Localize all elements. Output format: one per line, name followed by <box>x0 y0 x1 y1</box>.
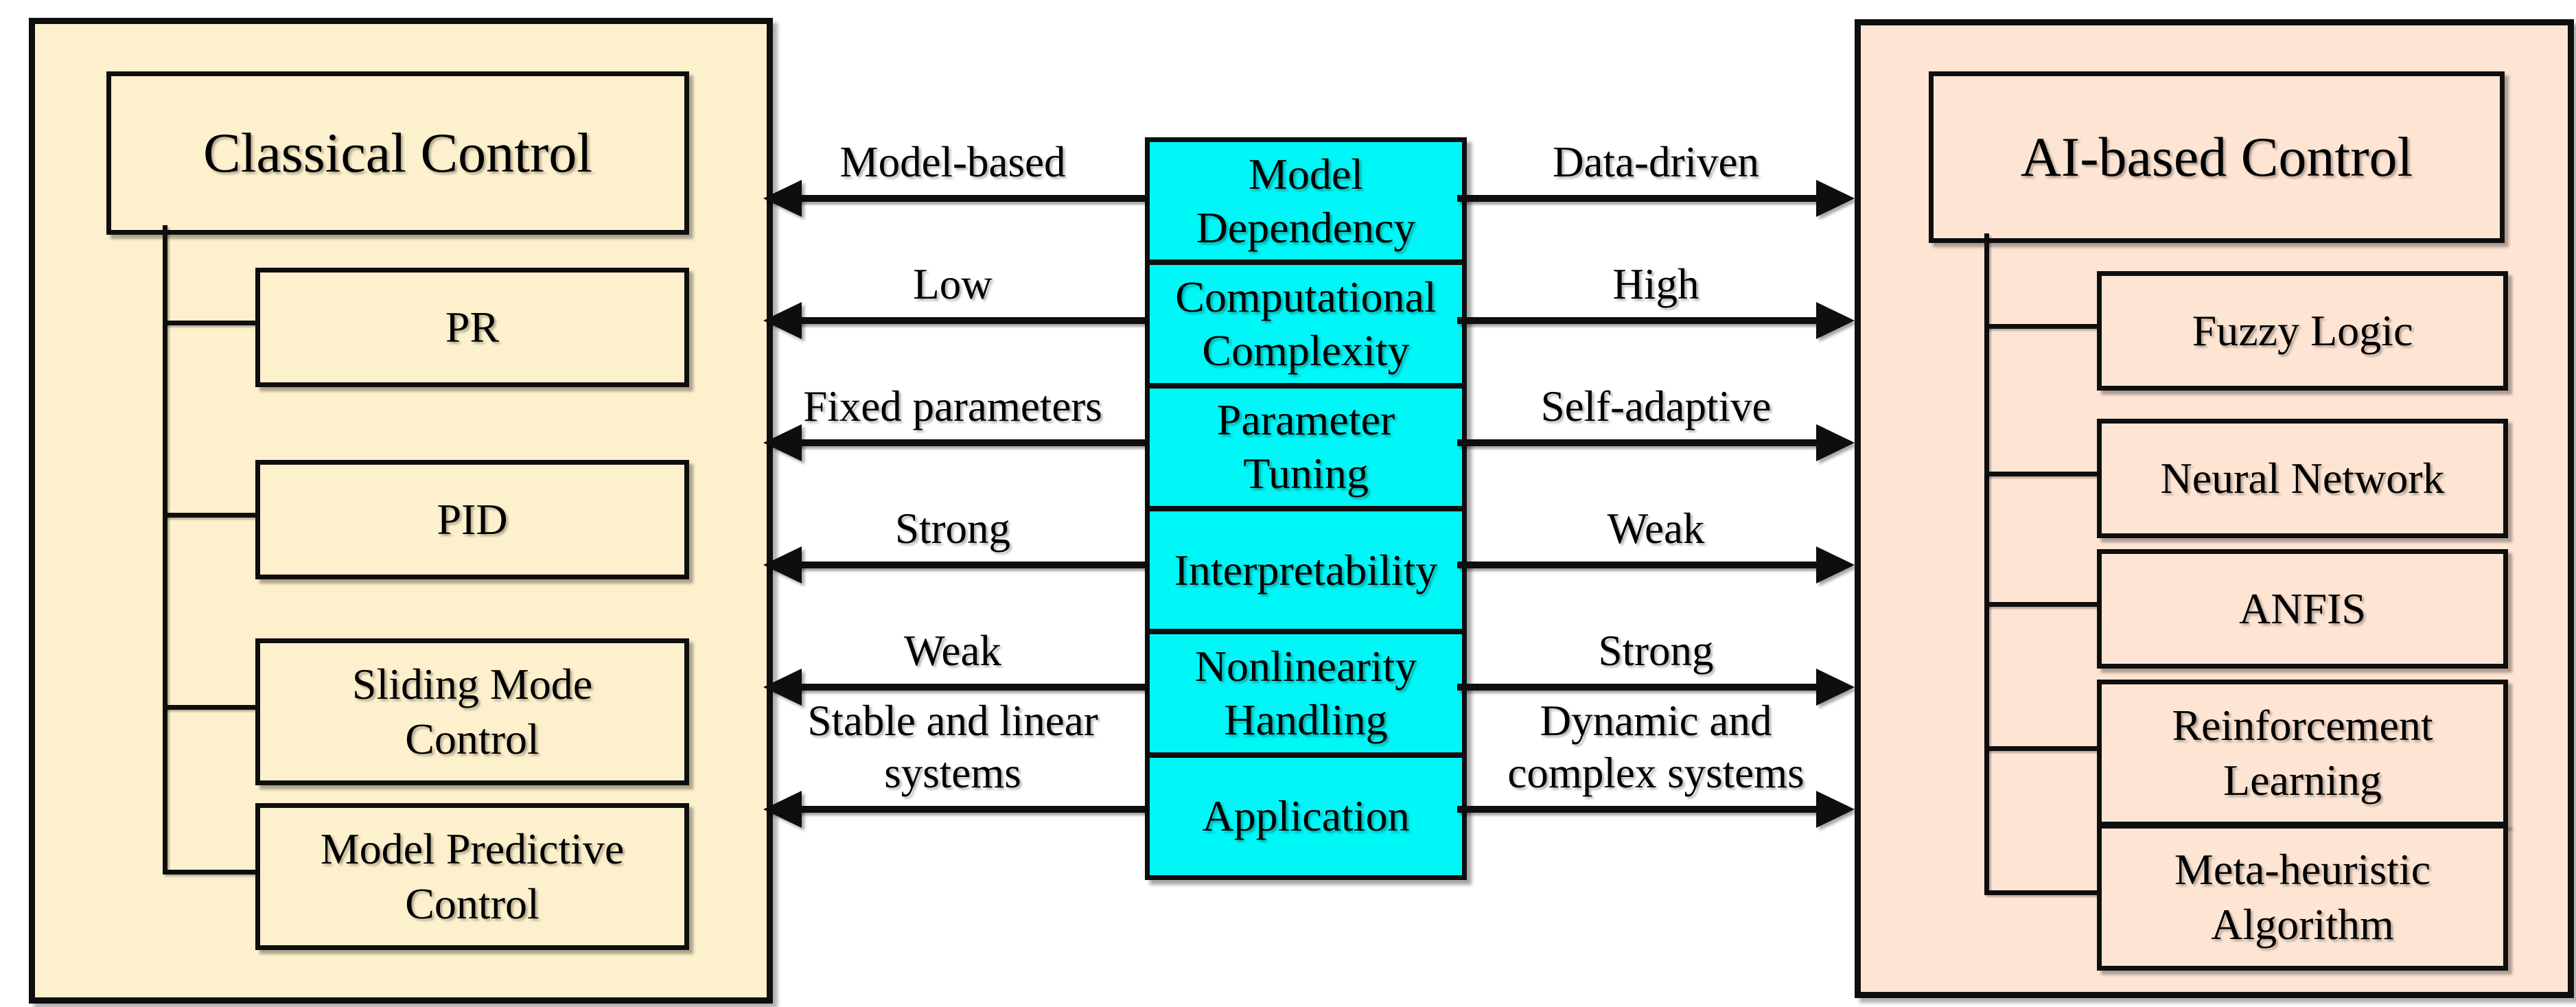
item-box-meta-heuristic-algorithm: Meta-heuristic Algorithm <box>2097 824 2508 971</box>
item-label: PID <box>437 495 508 544</box>
criterion-label: Parameter <box>1216 395 1395 445</box>
item-label: Control <box>405 715 539 763</box>
classical-tree-branch <box>163 513 255 518</box>
ai-tree-branch <box>1984 746 2097 751</box>
item-label: PR <box>445 303 500 351</box>
right-arrowhead-icon <box>1816 302 1855 339</box>
item-box-fuzzy-logic: Fuzzy Logic <box>2097 271 2508 391</box>
criterion-cell-computational-complexity: Computational Complexity <box>1150 265 1462 389</box>
ai-based-control-title: AI-based Control <box>2020 126 2413 188</box>
item-box-sliding-mode-control: Sliding Mode Control <box>255 638 689 785</box>
criterion-label: Handling <box>1224 695 1388 744</box>
item-box-reinforcement-learning: Reinforcement Learning <box>2097 680 2508 826</box>
classical-value-computational-complexity: Low <box>913 260 993 308</box>
right-arrowhead-icon <box>1816 180 1855 217</box>
criterion-cell-model-dependency: Model Dependency <box>1150 142 1462 266</box>
item-label: ANFIS <box>2239 584 2366 633</box>
classical-tree-branch <box>163 870 255 875</box>
classical-tree-branch <box>163 321 255 325</box>
item-label: Sliding Mode <box>351 660 593 708</box>
ai-value-nonlinearity-handling: Strong <box>1598 627 1714 675</box>
criterion-label: Model <box>1248 149 1364 198</box>
criterion-label: Computational <box>1175 272 1437 321</box>
item-label: Fuzzy Logic <box>2192 306 2413 355</box>
criterion-label: Nonlinearity <box>1194 641 1417 691</box>
criterion-label: Interpretability <box>1174 545 1438 594</box>
criterion-label: Application <box>1202 791 1410 841</box>
criterion-cell-application: Application <box>1150 758 1462 875</box>
right-arrowhead-icon <box>1816 546 1855 583</box>
ai-tree-trunk <box>1984 233 1989 892</box>
item-label: Model Predictive <box>320 824 625 873</box>
ai-tree-branch <box>1984 890 2097 895</box>
item-box-neural-network: Neural Network <box>2097 419 2508 538</box>
criterion-label: Complexity <box>1202 325 1410 375</box>
item-label: Reinforcement <box>2172 701 2433 750</box>
item-label: Neural Network <box>2160 454 2445 502</box>
item-box-model-predictive-control: Model Predictive Control <box>255 803 689 950</box>
classical-value-nonlinearity-handling: Weak <box>904 627 1001 675</box>
classical-value-application: Stable and linear systems <box>807 697 1098 797</box>
right-arrowhead-icon <box>1816 791 1855 828</box>
ai-based-control-title-box: AI-based Control <box>1929 71 2505 243</box>
ai-tree-branch <box>1984 602 2097 607</box>
ai-value-model-dependency: Data-driven <box>1553 138 1759 186</box>
right-arrowhead-icon <box>1816 669 1855 706</box>
right-arrowhead-icon <box>1816 424 1855 461</box>
ai-value-application: Dynamic and complex systems <box>1507 697 1805 797</box>
classical-value-interpretability: Strong <box>894 505 1011 553</box>
item-label: Control <box>405 879 539 928</box>
criterion-label: Dependency <box>1196 202 1416 252</box>
ai-value-computational-complexity: High <box>1612 260 1699 308</box>
classical-value-parameter-tuning: Fixed parameters <box>803 382 1102 430</box>
item-label: Meta-heuristic <box>2174 845 2431 894</box>
criterion-cell-nonlinearity-handling: Nonlinearity Handling <box>1150 634 1462 758</box>
ai-value-interpretability: Weak <box>1607 505 1705 553</box>
classical-value-model-dependency: Model-based <box>839 138 1066 186</box>
ai-tree-branch <box>1984 324 2097 329</box>
criterion-label: Tuning <box>1243 449 1369 498</box>
ai-value-parameter-tuning: Self-adaptive <box>1540 382 1772 430</box>
classical-control-title: Classical Control <box>202 121 593 184</box>
criteria-column: Model Dependency Computational Complexit… <box>1145 137 1467 880</box>
item-label: Algorithm <box>2211 900 2394 949</box>
item-box-pr: PR <box>255 268 689 387</box>
criterion-cell-interpretability: Interpretability <box>1150 511 1462 635</box>
criterion-cell-parameter-tuning: Parameter Tuning <box>1150 389 1462 511</box>
classical-tree-branch <box>163 705 255 710</box>
ai-tree-branch <box>1984 472 2097 476</box>
item-box-pid: PID <box>255 460 689 579</box>
item-box-anfis: ANFIS <box>2097 549 2508 669</box>
classical-control-title-box: Classical Control <box>106 71 689 235</box>
classical-tree-trunk <box>163 225 167 872</box>
item-label: Learning <box>2223 756 2382 805</box>
